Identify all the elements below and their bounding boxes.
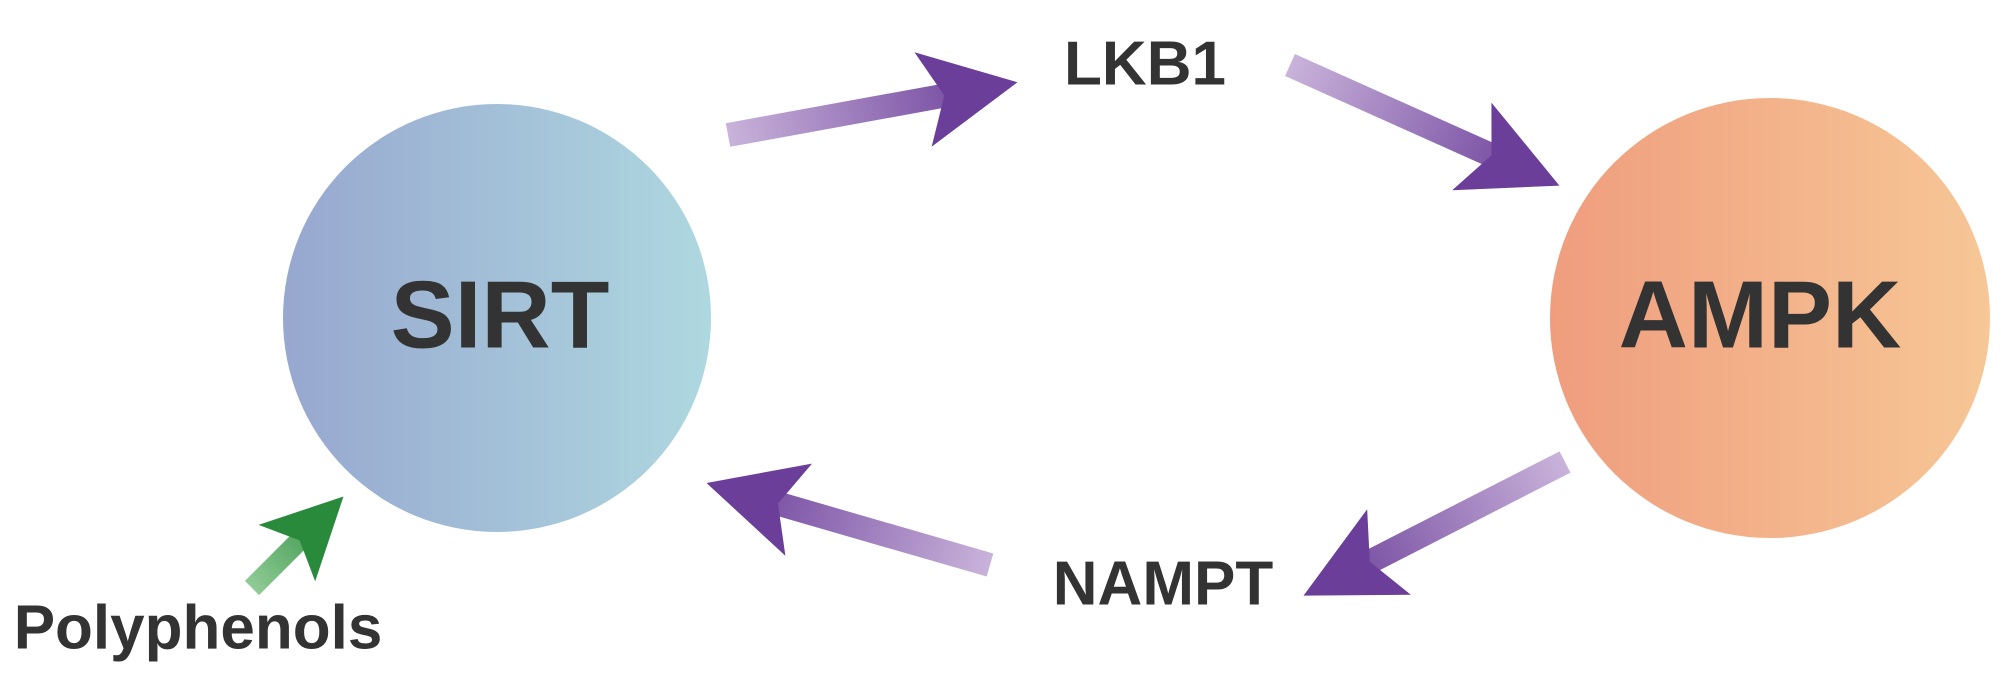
arrow-polyphenols-to-sirt <box>244 496 344 596</box>
polyphenols-label: Polyphenols <box>14 593 383 662</box>
arrow-lkb1-to-ampk <box>1285 54 1560 191</box>
ampk-label: AMPK <box>1619 261 1902 368</box>
arrow-ampk-to-nampt <box>1303 451 1571 596</box>
sirt-node: SIRT <box>283 104 711 532</box>
arrow-nampt-to-sirt <box>706 463 994 577</box>
arrow-sirt-to-lkb1 <box>725 52 1018 147</box>
ampk-node: AMPK <box>1550 98 1990 538</box>
nampt-label: NAMPT <box>1053 549 1274 618</box>
ampk-circle <box>1550 98 1990 538</box>
sirt-circle <box>283 104 711 532</box>
lkb1-label: LKB1 <box>1064 29 1226 98</box>
sirt-label: SIRT <box>391 261 610 368</box>
